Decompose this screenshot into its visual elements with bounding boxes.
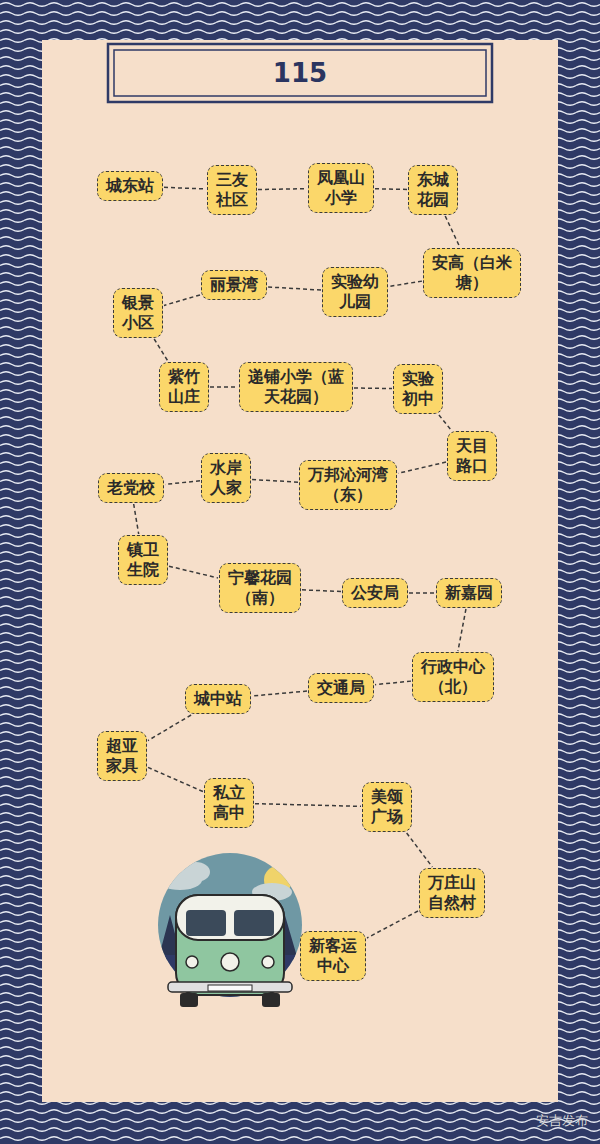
route-connector <box>268 287 321 290</box>
station-box: 新嘉园 <box>436 578 502 608</box>
route-connector <box>302 590 341 592</box>
station-box: 安高（白米塘） <box>423 248 521 298</box>
route-number: 115 <box>108 44 492 102</box>
watermark: 安吉发布 <box>536 1112 588 1130</box>
station-name: 安高（白米塘） <box>431 253 513 293</box>
station-box: 城东站 <box>97 171 163 201</box>
station-box: 凤凰山小学 <box>308 163 374 213</box>
route-connector <box>375 188 407 190</box>
station-box: 美颂广场 <box>362 782 412 832</box>
station-box: 新客运中心 <box>300 931 366 981</box>
station-box: 万庄山自然村 <box>419 868 485 918</box>
station-box: 实验初中 <box>393 364 443 414</box>
station-name: 天目路口 <box>455 436 489 476</box>
station-name: 公安局 <box>350 583 400 603</box>
route-connector <box>169 566 218 578</box>
station-name: 凤凰山小学 <box>316 168 366 208</box>
station-name: 紫竹山庄 <box>167 367 201 407</box>
station-name: 万邦沁河湾（东） <box>307 465 389 505</box>
station-box: 交通局 <box>308 673 374 703</box>
station-name: 新客运中心 <box>308 936 358 976</box>
station-name: 水岸人家 <box>209 458 243 498</box>
title-frame <box>108 44 492 102</box>
station-box: 老党校 <box>98 473 164 503</box>
station-name: 私立高中 <box>212 783 246 823</box>
route-connector <box>458 609 466 651</box>
route-connector <box>210 386 238 388</box>
station-box: 镇卫生院 <box>118 535 168 585</box>
station-name: 行政中心（北） <box>420 657 486 697</box>
route-connector <box>445 216 460 247</box>
station-name: 新嘉园 <box>444 583 494 603</box>
station-box: 东城花园 <box>408 165 458 215</box>
station-name: 实验初中 <box>401 369 435 409</box>
station-box: 天目路口 <box>447 431 497 481</box>
bus-illustration <box>150 853 310 1007</box>
station-box: 水岸人家 <box>201 453 251 503</box>
route-connector <box>165 481 200 485</box>
station-name: 老党校 <box>106 478 156 498</box>
station-name: 递铺小学（蓝天花园） <box>247 367 345 407</box>
station-box: 宁馨花园（南） <box>219 563 301 613</box>
station-box: 紫竹山庄 <box>159 362 209 412</box>
route-connector <box>439 415 451 430</box>
station-box: 递铺小学（蓝天花园） <box>239 362 353 412</box>
station-name: 东城花园 <box>416 170 450 210</box>
station-name: 镇卫生院 <box>126 540 160 580</box>
route-connector <box>409 592 435 594</box>
route-connector <box>252 479 298 482</box>
route-connector <box>164 295 200 306</box>
station-box: 万邦沁河湾（东） <box>299 460 397 510</box>
route-connector <box>398 462 446 473</box>
station-name: 超亚家具 <box>105 736 139 776</box>
route-connector <box>148 767 203 791</box>
station-box: 实验幼儿园 <box>322 267 388 317</box>
station-box: 城中站 <box>185 684 251 714</box>
station-name: 万庄山自然村 <box>427 873 477 913</box>
station-box: 超亚家具 <box>97 731 147 781</box>
route-connector <box>375 681 411 685</box>
route-connector <box>134 504 139 534</box>
station-name: 美颂广场 <box>370 787 404 827</box>
panel <box>42 40 558 1102</box>
station-name: 丽景湾 <box>209 275 259 295</box>
station-name: 城中站 <box>193 689 243 709</box>
station-box: 公安局 <box>342 578 408 608</box>
station-name: 实验幼儿园 <box>330 272 380 312</box>
station-name: 三友社区 <box>215 170 249 210</box>
station-box: 三友社区 <box>207 165 257 215</box>
station-name: 交通局 <box>316 678 366 698</box>
route-connector <box>389 281 422 286</box>
route-connector <box>258 188 307 190</box>
route-connector <box>154 339 168 361</box>
station-box: 丽景湾 <box>201 270 267 300</box>
station-name: 城东站 <box>105 176 155 196</box>
station-name: 宁馨花园（南） <box>227 568 293 608</box>
station-box: 私立高中 <box>204 778 254 828</box>
station-name: 银景小区 <box>121 293 155 333</box>
route-connector <box>407 833 433 867</box>
route-connector <box>354 387 392 389</box>
route-connector <box>148 715 191 741</box>
station-box: 银景小区 <box>113 288 163 338</box>
station-box: 行政中心（北） <box>412 652 494 702</box>
route-connector <box>367 911 418 938</box>
route-connector <box>252 691 307 696</box>
route-connector <box>164 187 206 189</box>
route-connector <box>255 804 361 807</box>
